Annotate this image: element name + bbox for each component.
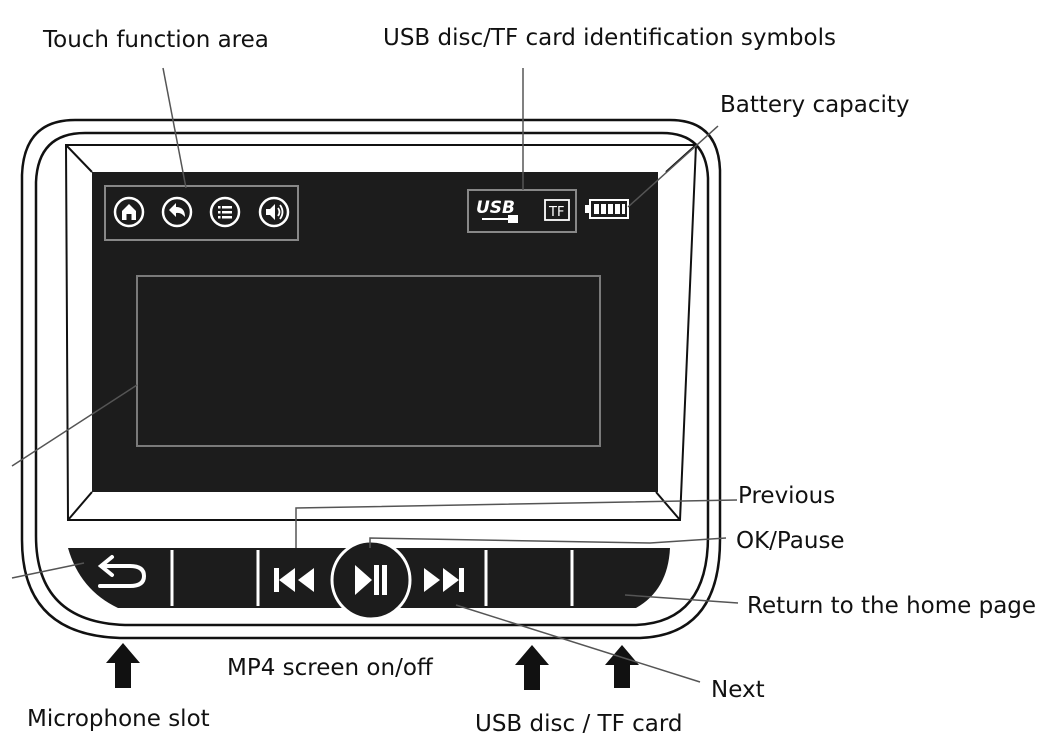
label-battery-capacity: Battery capacity xyxy=(720,92,910,118)
home-icon[interactable] xyxy=(113,196,145,228)
previous-track-icon[interactable] xyxy=(274,568,314,592)
play-pause-button[interactable] xyxy=(330,539,412,621)
microphone-slot-arrow xyxy=(106,643,140,688)
label-previous: Previous xyxy=(738,483,835,509)
battery-icon xyxy=(585,199,629,219)
speaker-volume-icon[interactable] xyxy=(258,196,290,228)
usb-tf-symbol-area xyxy=(467,189,577,233)
label-ok-pause: OK/Pause xyxy=(736,528,845,554)
label-usb-tf-card: USB disc / TF card xyxy=(475,711,683,737)
tf-slot-arrow xyxy=(605,645,639,688)
screen xyxy=(92,172,658,492)
label-return-home: Return to the home page xyxy=(747,593,1036,619)
tf-card-icon xyxy=(544,199,570,221)
menu-list-icon[interactable] xyxy=(209,196,241,228)
callout-lines xyxy=(11,67,739,683)
device-body xyxy=(20,118,722,640)
usb-slot-arrow xyxy=(515,645,549,690)
touch-function-area xyxy=(104,185,299,241)
label-mp4-screen: MP4 screen on/off xyxy=(227,655,434,681)
label-microphone-slot: Microphone slot xyxy=(27,706,210,732)
back-arrow-icon[interactable] xyxy=(161,196,193,228)
next-track-icon[interactable] xyxy=(424,568,464,592)
label-next: Next xyxy=(711,677,765,703)
tf-symbol-text: TF xyxy=(548,205,564,220)
content-area xyxy=(136,275,601,447)
strip-dividers xyxy=(170,550,574,606)
label-usb-tf-symbols: USB disc/TF card identification symbols xyxy=(383,25,836,51)
label-touch-function-area: Touch function area xyxy=(42,27,269,53)
return-icon[interactable] xyxy=(97,555,147,588)
usb-plug-icon xyxy=(482,215,518,223)
usb-symbol-text: USB xyxy=(476,198,515,218)
